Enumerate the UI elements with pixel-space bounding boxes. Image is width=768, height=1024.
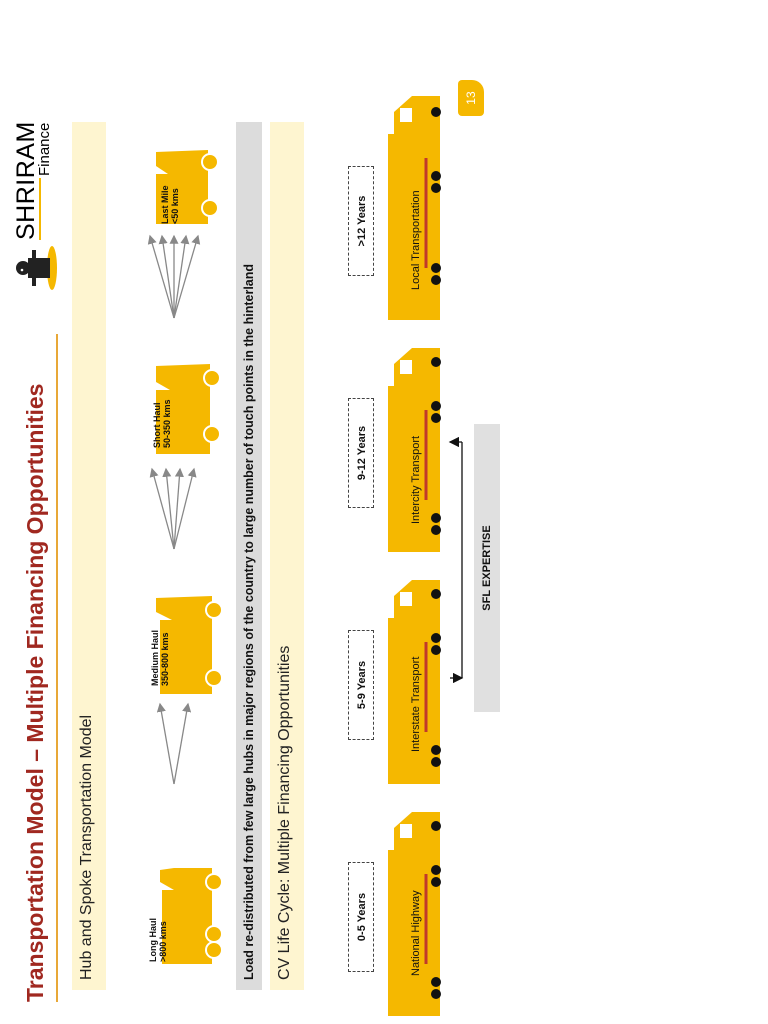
hub-section-heading: Hub and Spoke Transportation Model bbox=[78, 714, 95, 980]
sfl-expertise-arrow bbox=[448, 436, 464, 684]
long-haul-truck-icon bbox=[160, 868, 223, 964]
hub-section-band: Hub and Spoke Transportation Model bbox=[72, 122, 106, 990]
cv-label-2: Intercity Transport bbox=[410, 435, 422, 524]
short-haul-label: Short Haul 50-350 kms bbox=[152, 399, 172, 448]
page-title: Transportation Model – Multiple Financin… bbox=[22, 383, 48, 1002]
logo-subtitle: Finance bbox=[36, 122, 53, 176]
cv-section-heading: CV Life Cycle: Multiple Financing Opport… bbox=[276, 645, 293, 980]
years-box-0: 0-5 Years bbox=[348, 862, 374, 972]
hub-arrows-3 bbox=[147, 234, 201, 319]
local-transport-truck-icon bbox=[388, 96, 441, 320]
cv-label-1: Interstate Transport bbox=[410, 656, 422, 752]
cv-label-3: Local Transportation bbox=[410, 190, 422, 290]
shriram-man-icon bbox=[16, 246, 57, 290]
short-haul-truck-icon bbox=[156, 364, 221, 454]
hub-caption: Load re-distributed from few large hubs … bbox=[236, 122, 262, 990]
last-mile-label: Last Mile <50 kms bbox=[160, 185, 180, 224]
long-haul-label: Long Haul >800 kms bbox=[148, 918, 168, 962]
logo-accent-bar bbox=[39, 178, 41, 240]
years-box-3: >12 Years bbox=[348, 166, 374, 276]
medium-haul-truck-icon bbox=[156, 596, 223, 694]
cv-lifecycle-trucks bbox=[388, 96, 441, 1016]
hub-arrows-2 bbox=[149, 467, 197, 550]
cv-section-band: CV Life Cycle: Multiple Financing Opport… bbox=[270, 122, 304, 990]
years-box-1: 5-9 Years bbox=[348, 630, 374, 740]
national-highway-truck-icon bbox=[388, 812, 441, 1016]
cv-label-0: National Highway bbox=[410, 890, 422, 976]
intercity-truck-icon bbox=[388, 348, 441, 552]
last-mile-truck-icon bbox=[156, 150, 219, 224]
title-underline bbox=[56, 334, 58, 1002]
years-box-2: 9-12 Years bbox=[348, 398, 374, 508]
hub-spoke-diagram bbox=[147, 150, 223, 964]
hub-arrows-1 bbox=[156, 702, 192, 785]
medium-haul-label: Medium Haul 350-800 kms bbox=[150, 629, 170, 686]
interstate-truck-icon bbox=[388, 580, 441, 784]
sfl-expertise-box: SFL EXPERTISE bbox=[474, 424, 500, 712]
shriram-logo: SHRIRAM Finance bbox=[8, 106, 66, 296]
